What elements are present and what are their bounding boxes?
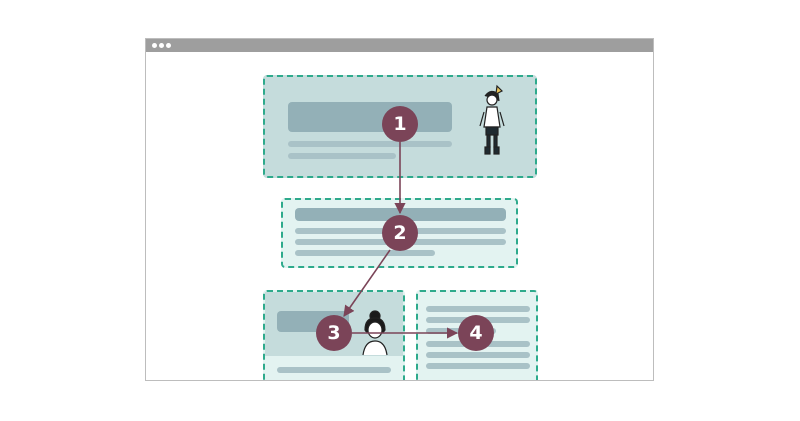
content-heading-bar <box>295 208 506 221</box>
woman-portrait-icon <box>362 310 388 356</box>
list-text-line <box>426 363 530 369</box>
step-badge-3: 3 <box>316 315 352 351</box>
woman-with-hair-bun-icon <box>479 84 505 155</box>
arrow-2-to-3 <box>343 249 391 317</box>
hero-text-line <box>288 141 452 147</box>
window-dot-icon <box>159 43 164 48</box>
step-badge-2: 2 <box>382 215 418 251</box>
step-badge-4: 4 <box>458 315 494 351</box>
window-dot-icon <box>152 43 157 48</box>
hero-heading-bar <box>288 102 452 132</box>
list-text-line <box>426 306 530 312</box>
content-text-line <box>295 250 435 256</box>
window-dot-icon <box>166 43 171 48</box>
browser-title-bar <box>146 39 653 52</box>
list-text-line <box>426 352 530 358</box>
browser-window <box>145 38 654 381</box>
hero-text-line <box>288 153 396 159</box>
step-badge-1: 1 <box>382 106 418 142</box>
card-text-line <box>277 367 391 373</box>
